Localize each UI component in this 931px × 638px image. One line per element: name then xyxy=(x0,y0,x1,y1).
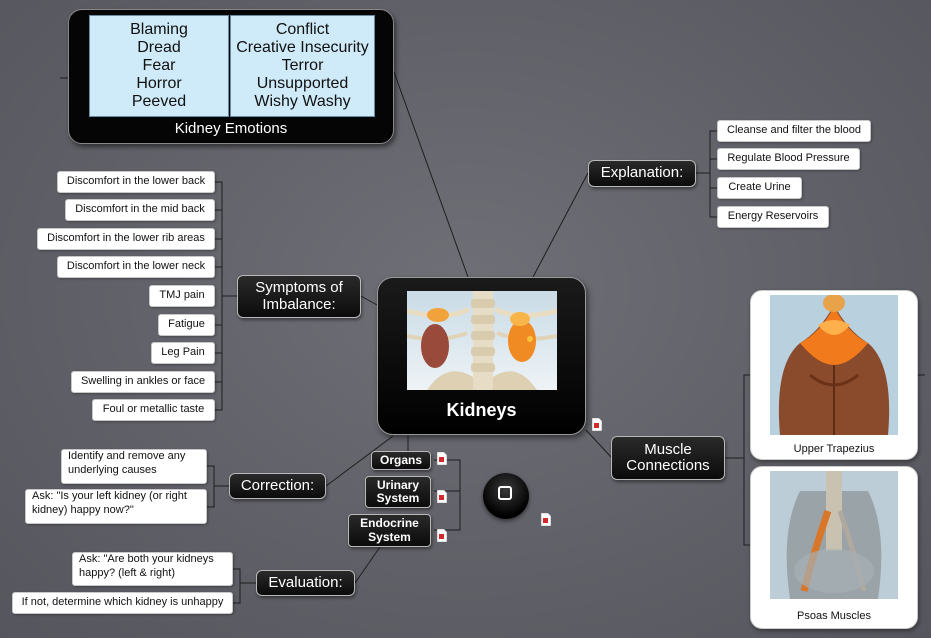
explanation-node[interactable]: Explanation: xyxy=(588,160,696,187)
emotion-item: Creative Insecurity xyxy=(236,39,369,56)
emotion-item: Conflict xyxy=(275,21,330,38)
symptom-item[interactable]: Discomfort in the lower back xyxy=(57,171,215,193)
evaluation-node[interactable]: Evaluation: xyxy=(256,570,355,596)
muscle-card-caption: Psoas Muscles xyxy=(797,610,871,622)
endocrine-system-node[interactable]: Endocrine System xyxy=(348,514,431,547)
correction-item-line: underlying causes xyxy=(68,463,157,476)
symptom-item-label: Fatigue xyxy=(168,318,205,331)
explanation-item-label: Energy Reservoirs xyxy=(727,210,819,223)
emotion-item: Unsupported xyxy=(256,75,349,92)
explanation-item-label: Cleanse and filter the blood xyxy=(727,124,861,137)
pdf-document-icon[interactable] xyxy=(541,513,551,526)
emotion-item: Blaming xyxy=(130,21,188,38)
symptom-item-label: Discomfort in the mid back xyxy=(75,203,205,216)
explanation-item[interactable]: Regulate Blood Pressure xyxy=(717,148,860,170)
evaluation-item[interactable]: If not, determine which kidney is unhapp… xyxy=(12,592,233,614)
muscle-label-line: Muscle xyxy=(644,440,692,458)
psoas-muscles-image xyxy=(770,471,898,599)
symptom-item[interactable]: Discomfort in the lower neck xyxy=(57,256,215,278)
symptom-item[interactable]: Swelling in ankles or face xyxy=(71,371,215,393)
explanation-item-label: Create Urine xyxy=(728,181,791,194)
symptoms-node[interactable]: Symptoms of Imbalance: xyxy=(237,275,361,318)
muscle-label-line: Connections xyxy=(626,457,710,474)
central-topic-title: Kidneys xyxy=(446,400,517,420)
symptom-item-label: Leg Pain xyxy=(161,346,205,359)
emotion-item: Peeved xyxy=(131,93,187,110)
symptoms-label-line: Imbalance: xyxy=(262,295,336,313)
pdf-document-icon[interactable] xyxy=(437,529,447,542)
pdf-document-icon[interactable] xyxy=(437,452,447,465)
emotion-item: Fear xyxy=(142,57,176,74)
symptom-item[interactable]: TMJ pain xyxy=(149,285,215,307)
muscle-connections-node[interactable]: Muscle Connections xyxy=(611,436,725,480)
symptom-item[interactable]: Discomfort in the lower rib areas xyxy=(37,228,215,250)
urinary-system-node[interactable]: Urinary System xyxy=(365,476,431,508)
explanation-item[interactable]: Energy Reservoirs xyxy=(717,206,829,228)
endocrine-label-line: System xyxy=(368,529,411,544)
muscle-card-caption: Upper Trapezius xyxy=(793,443,875,455)
upper-trapezius-image xyxy=(770,295,898,435)
kidney-emotions-title: Kidney Emotions xyxy=(174,120,288,137)
correction-item-line: Identify and remove any xyxy=(68,450,186,462)
symptom-item[interactable]: Fatigue xyxy=(158,314,215,336)
symptom-item-label: Discomfort in the lower neck xyxy=(66,260,206,273)
symptom-item-label: Discomfort in the lower rib areas xyxy=(47,232,205,245)
emotions-list-right: Conflict Creative Insecurity Terror Unsu… xyxy=(230,15,375,117)
correction-item[interactable]: Identify and remove any underlying cause… xyxy=(61,449,207,484)
pdf-document-icon[interactable] xyxy=(437,490,447,503)
evaluation-item-line: Ask: "Are both your kidneys xyxy=(79,553,214,565)
urinary-label-line: Urinary xyxy=(376,477,420,492)
explanation-label: Explanation: xyxy=(600,164,684,182)
explanation-item-label: Regulate Blood Pressure xyxy=(727,152,850,165)
muscle-card-psoas[interactable]: Psoas Muscles xyxy=(750,466,918,629)
symptom-item-label: TMJ pain xyxy=(159,289,205,302)
correction-label: Correction: xyxy=(240,476,315,494)
endocrine-label-line: Endocrine xyxy=(360,516,419,531)
emotion-item: Wishy Washy xyxy=(254,93,351,110)
correction-item-line: Ask: "Is your left kidney (or right xyxy=(32,490,187,502)
organs-node[interactable]: Organs xyxy=(371,451,431,470)
tablet-icon[interactable] xyxy=(483,473,529,519)
tablet-screen-icon xyxy=(498,486,512,500)
evaluation-label: Evaluation: xyxy=(268,573,343,591)
urinary-label-line: System xyxy=(376,491,420,505)
correction-node[interactable]: Correction: xyxy=(229,473,326,499)
evaluation-item[interactable]: Ask: "Are both your kidneys happy? (left… xyxy=(72,552,233,586)
evaluation-item-line: If not, determine which kidney is unhapp… xyxy=(21,596,224,609)
explanation-item[interactable]: Cleanse and filter the blood xyxy=(717,120,871,142)
symptom-item[interactable]: Leg Pain xyxy=(151,342,215,364)
emotions-list-left: Blaming Dread Fear Horror Peeved xyxy=(89,15,229,117)
evaluation-item-line: happy? (left & right) xyxy=(79,566,175,579)
correction-item[interactable]: Ask: "Is your left kidney (or right kidn… xyxy=(25,489,207,524)
emotion-item: Horror xyxy=(136,75,182,92)
correction-item-line: kidney) happy now?" xyxy=(32,503,134,516)
symptom-item[interactable]: Foul or metallic taste xyxy=(92,399,215,421)
symptoms-label-line: Symptoms of xyxy=(255,279,343,296)
kidneys-anatomy-image xyxy=(407,291,557,390)
muscle-card-upper-trapezius[interactable]: Upper Trapezius xyxy=(750,290,918,460)
symptom-item-label: Foul or metallic taste xyxy=(102,403,205,416)
kidneys-central-node[interactable]: Kidneys xyxy=(377,277,586,435)
symptom-item-label: Swelling in ankles or face xyxy=(80,375,206,388)
emotion-item: Terror xyxy=(281,57,324,74)
organs-label: Organs xyxy=(379,452,422,467)
pdf-document-icon[interactable] xyxy=(592,418,602,431)
kidney-emotions-node[interactable]: Blaming Dread Fear Horror Peeved Conflic… xyxy=(68,9,394,144)
explanation-item[interactable]: Create Urine xyxy=(717,177,802,199)
symptom-item-label: Discomfort in the lower back xyxy=(66,175,206,188)
symptom-item[interactable]: Discomfort in the mid back xyxy=(65,199,215,221)
emotion-item: Dread xyxy=(137,39,181,56)
